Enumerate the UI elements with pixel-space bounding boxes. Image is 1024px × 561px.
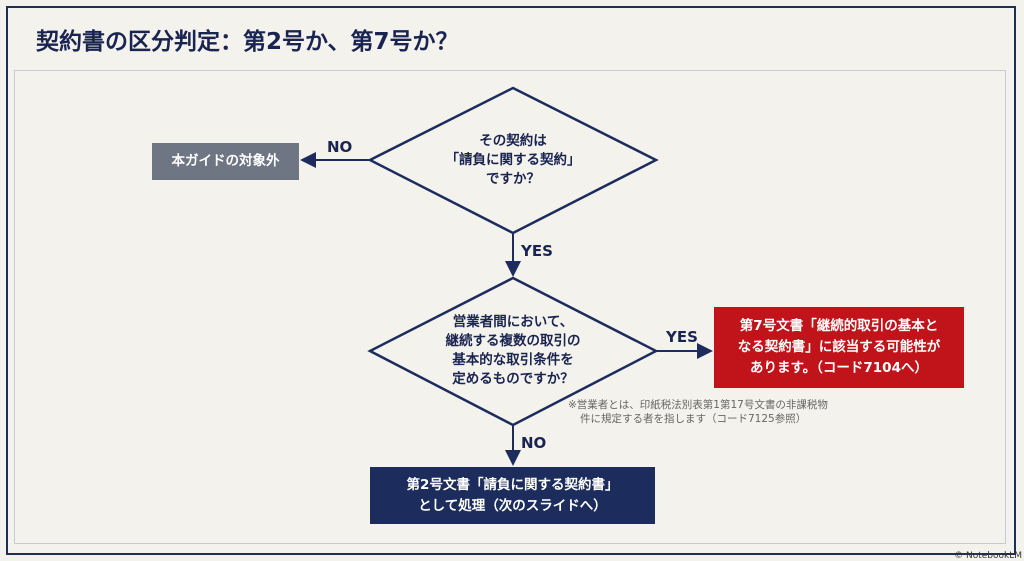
q2-line: 基本的な取引条件を [452,352,574,368]
label-yes-2: YES [666,328,698,346]
red-line: あります。（コード7104へ） [750,360,928,376]
label-yes-1: YES [521,242,553,260]
q1-line: その契約は [479,133,547,149]
slide-frame [6,6,1016,555]
label-no-2: NO [521,434,547,452]
outcome-document-7: 第7号文書「継続的取引の基本となる契約書」に該当する可能性があります。（コード7… [714,307,964,388]
red-line: 第7号文書「継続的取引の基本と [739,318,939,334]
question-2: 営業者間において、継続する複数の取引の基本的な取引条件を定めるものですか？ [403,313,623,389]
navy-line: として処理（次のスライドへ） [418,497,607,514]
watermark: © NotebookLM [954,551,1022,561]
note-line: 件に規定する者を指します（コード7125参照） [580,413,807,425]
q2-line: 定めるものですか？ [452,371,574,387]
q2-line: 営業者間において、 [452,314,574,330]
page-title: 契約書の区分判定：第2号か、第7号か？ [36,29,459,55]
outcome-out-of-scope: 本ガイドの対象外 [152,143,299,180]
q1-line: ですか？ [486,171,540,187]
question-1: その契約は「請負に関する契約」ですか？ [413,132,613,189]
footnote: ※営業者とは、印紙税法別表第1第17号文書の非課税物件に規定する者を指します（コ… [568,398,828,426]
navy-line: 第2号文書「請負に関する契約書」 [406,476,619,493]
red-line: なる契約書」に該当する可能性が [737,339,941,355]
note-line: ※営業者とは、印紙税法別表第1第17号文書の非課税物 [568,399,828,411]
content-frame [14,70,1006,544]
outcome-document-2: 第2号文書「請負に関する契約書」として処理（次のスライドへ） [370,467,655,524]
q2-line: 継続する複数の取引の [445,333,581,349]
q1-line: 「請負に関する契約」 [445,152,581,168]
label-no-1: NO [327,138,353,156]
